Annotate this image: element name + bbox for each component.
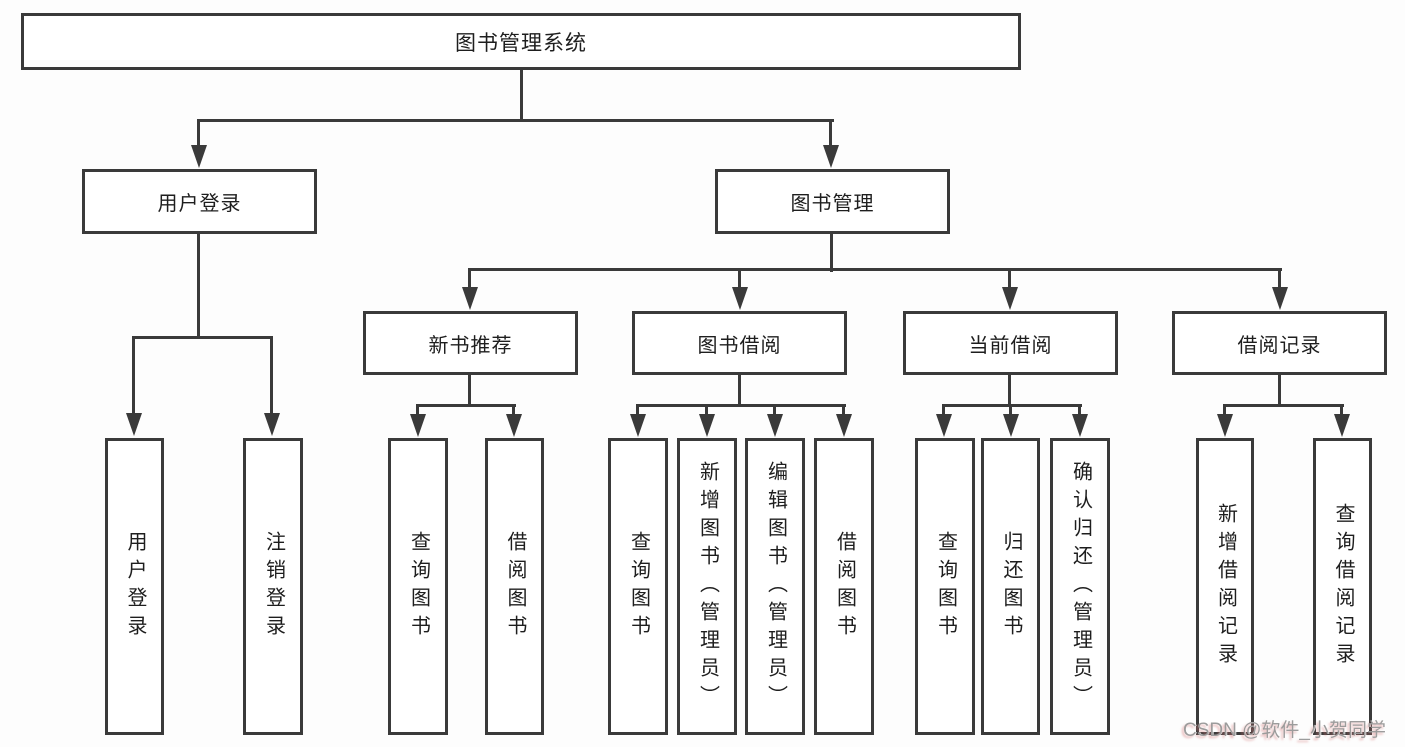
leaf-return-books: 归还图书	[981, 438, 1040, 735]
node-user-login-group: 用户登录	[82, 169, 317, 234]
edge-records-bar	[1223, 404, 1344, 407]
edge-current-bar	[942, 404, 1082, 407]
node-label: 图书借阅	[697, 334, 782, 357]
node-label: 新增图书（管理员）	[696, 460, 719, 713]
node-label: 用户登录	[124, 530, 146, 643]
node-label: 借阅记录	[1237, 334, 1322, 357]
leaf-add-book-admin: 新增图书（管理员）	[677, 438, 737, 735]
edge-root-bar	[197, 119, 834, 122]
edge-records-stem	[1278, 373, 1281, 407]
node-label: 图书管理系统	[455, 31, 587, 55]
arrow-down-icon	[126, 413, 142, 436]
edge-newbook-bar	[416, 404, 516, 407]
leaf-user-login: 用户登录	[105, 438, 164, 735]
edge-root-drop-right	[829, 119, 832, 149]
edge-bookmgmt-drop-2	[738, 268, 741, 290]
leaf-query-books-recommend: 查询图书	[388, 438, 448, 735]
node-label: 确认归还（管理员）	[1069, 460, 1092, 713]
node-label: 借阅图书	[833, 530, 856, 643]
edge-newbook-drop-2	[512, 404, 515, 418]
edge-current-drop-3	[1078, 404, 1081, 418]
leaf-logout-login: 注销登录	[243, 438, 303, 735]
edge-userlogin-drop-2	[270, 336, 273, 416]
node-label: 编辑图书（管理员）	[764, 460, 787, 713]
leaf-add-borrow-record: 新增借阅记录	[1196, 438, 1254, 735]
arrow-down-icon	[191, 145, 207, 168]
leaf-query-books-current: 查询图书	[915, 438, 975, 735]
edge-current-drop-1	[942, 404, 945, 418]
node-label: 注销登录	[262, 530, 285, 643]
edge-root-stem	[520, 68, 523, 122]
edge-userlogin-drop-1	[132, 336, 135, 416]
arrow-down-icon	[506, 414, 522, 437]
leaf-query-borrow-record: 查询借阅记录	[1313, 438, 1372, 735]
arrow-down-icon	[630, 414, 646, 437]
edge-borrowing-drop-2	[705, 404, 708, 418]
arrow-down-icon	[1003, 414, 1019, 437]
leaf-edit-book-admin: 编辑图书（管理员）	[745, 438, 805, 735]
edge-borrowing-drop-1	[636, 404, 639, 418]
edge-borrowing-bar	[636, 404, 846, 407]
node-label: 查询图书	[934, 530, 957, 643]
arrow-down-icon	[699, 414, 715, 437]
node-label: 当前借阅	[968, 334, 1053, 357]
edge-root-drop-left	[197, 119, 200, 149]
node-book-management: 图书管理	[715, 169, 950, 234]
leaf-query-books-borrowing: 查询图书	[608, 438, 668, 735]
edge-bookmgmt-stem	[830, 231, 833, 272]
leaf-borrow-books-recommend: 借阅图书	[485, 438, 544, 735]
node-borrowing-records: 借阅记录	[1172, 311, 1387, 375]
edge-records-drop-1	[1223, 404, 1226, 418]
arrow-down-icon	[732, 287, 748, 310]
edge-bookmgmt-drop-1	[468, 268, 471, 290]
node-new-book-recommend: 新书推荐	[363, 311, 578, 375]
arrow-down-icon	[462, 287, 478, 310]
edge-bookmgmt-bar	[468, 268, 1282, 271]
edge-userlogin-bar	[132, 336, 273, 339]
node-book-borrowing: 图书借阅	[632, 311, 847, 375]
node-label: 归还图书	[1000, 530, 1022, 643]
leaf-confirm-return-admin: 确认归还（管理员）	[1050, 438, 1110, 735]
arrow-down-icon	[936, 414, 952, 437]
node-library-system: 图书管理系统	[21, 13, 1021, 70]
arrow-down-icon	[836, 414, 852, 437]
leaf-borrow-books-borrowing: 借阅图书	[814, 438, 874, 735]
edge-newbook-drop-1	[416, 404, 419, 418]
edge-current-drop-2	[1009, 404, 1012, 418]
arrow-down-icon	[1217, 414, 1233, 437]
node-label: 借阅图书	[504, 530, 526, 643]
arrow-down-icon	[1072, 414, 1088, 437]
arrow-down-icon	[823, 145, 839, 168]
edge-borrowing-drop-3	[773, 404, 776, 418]
edge-userlogin-stem	[197, 232, 200, 339]
arrow-down-icon	[264, 413, 280, 436]
node-label: 图书管理	[790, 193, 875, 215]
node-current-borrowing: 当前借阅	[903, 311, 1118, 375]
arrow-down-icon	[1002, 287, 1018, 310]
arrow-down-icon	[1334, 414, 1350, 437]
arrow-down-icon	[767, 414, 783, 437]
edge-records-drop-2	[1340, 404, 1343, 418]
node-label: 查询借阅记录	[1332, 502, 1354, 671]
node-label: 查询图书	[407, 530, 430, 643]
arrow-down-icon	[410, 414, 426, 437]
edge-borrowing-drop-4	[842, 404, 845, 418]
edge-newbook-stem	[468, 373, 471, 407]
edge-borrowing-stem	[738, 373, 741, 407]
edge-bookmgmt-drop-3	[1008, 268, 1011, 290]
node-label: 新增借阅记录	[1214, 502, 1237, 671]
node-label: 用户登录	[157, 193, 242, 215]
edge-current-stem	[1008, 373, 1011, 407]
edge-bookmgmt-drop-4	[1278, 268, 1281, 290]
arrow-down-icon	[1272, 287, 1288, 310]
node-label: 查询图书	[627, 530, 650, 643]
node-label: 新书推荐	[428, 334, 513, 357]
